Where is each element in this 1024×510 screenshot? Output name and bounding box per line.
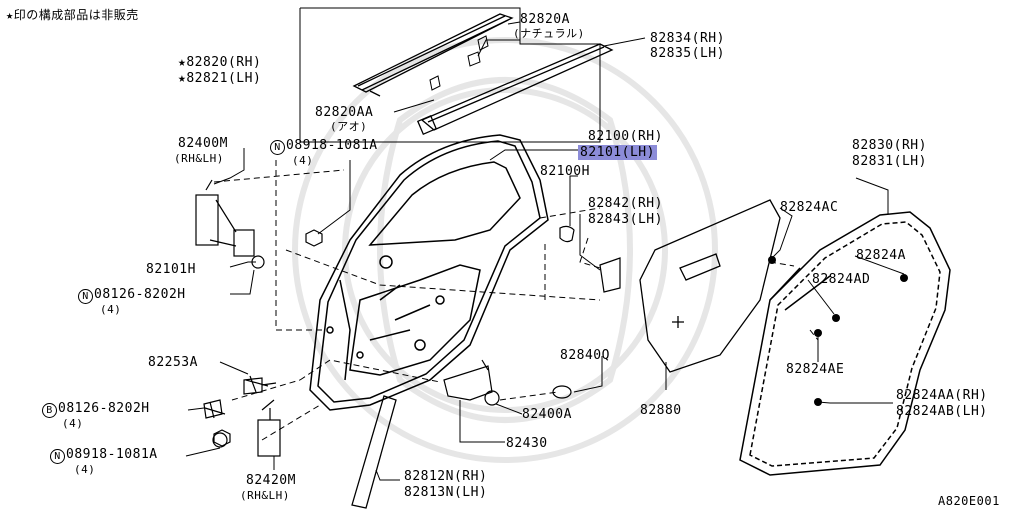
label-82100h[interactable]: 82100H xyxy=(540,164,590,179)
weather-strip-82834 xyxy=(416,43,614,136)
n-symbol: N xyxy=(78,289,93,304)
label-82400a[interactable]: 82400A xyxy=(522,407,572,422)
label-82824ae[interactable]: 82824AE xyxy=(786,362,845,377)
label-82101h[interactable]: 82101H xyxy=(146,262,196,277)
label-08918-top-qty: (4) xyxy=(292,154,314,167)
inset-clips xyxy=(429,35,489,91)
bracket-82842 xyxy=(599,257,621,293)
label-82824ad[interactable]: 82824AD xyxy=(812,272,871,287)
label-82824aa-rh[interactable]: 82824AA(RH) xyxy=(896,388,988,403)
label-82812n-rh[interactable]: 82812N(RH) xyxy=(404,469,488,484)
label-82835-lh[interactable]: 82835(LH) xyxy=(650,46,725,61)
label-08126-lower-qty: (4) xyxy=(62,417,84,430)
label-82830-rh[interactable]: 82830(RH) xyxy=(852,138,927,153)
label-82824ac[interactable]: 82824AC xyxy=(780,200,839,215)
sealing-screen-82880 xyxy=(639,199,781,373)
bolt-82253a xyxy=(243,377,277,395)
label-08918-bottom-qty: (4) xyxy=(74,463,96,476)
weatherstrip-82830 xyxy=(739,211,951,476)
label-08918-top-number: 08918-1081A xyxy=(286,138,378,153)
label-82101-lh[interactable]: 82101(LH) xyxy=(578,145,657,160)
b-symbol: B xyxy=(42,403,57,418)
stopper-82100h xyxy=(559,225,575,243)
sash-trim-82812n xyxy=(351,395,397,509)
label-82820a-note: (ナチュラル) xyxy=(513,27,585,40)
hinge-upper-82400m xyxy=(195,179,265,269)
check-link-82430 xyxy=(443,359,500,406)
label-82820a[interactable]: 82820A xyxy=(520,12,570,27)
label-82420m[interactable]: 82420M xyxy=(246,473,296,488)
label-82100-rh[interactable]: 82100(RH) xyxy=(588,129,663,144)
n-symbol: N xyxy=(50,449,65,464)
label-82400m-note: (RH&LH) xyxy=(174,152,224,165)
label-82821-lh[interactable]: ★82821(LH) xyxy=(178,71,262,86)
label-82820aa-note: (アオ) xyxy=(330,120,368,133)
label-82831-lh[interactable]: 82831(LH) xyxy=(852,154,927,169)
label-82840q[interactable]: 82840Q xyxy=(560,348,610,363)
label-08918-bottom-number: 08918-1081A xyxy=(66,447,158,462)
n-symbol: N xyxy=(270,140,285,155)
nut-08918-bottom xyxy=(213,429,231,447)
nut-08918-top xyxy=(305,229,323,247)
label-82880[interactable]: 82880 xyxy=(640,403,682,418)
label-82834-rh[interactable]: 82834(RH) xyxy=(650,31,725,46)
label-82253a[interactable]: 82253A xyxy=(148,355,198,370)
watermark-emblem xyxy=(292,37,718,463)
leader-lines xyxy=(185,21,905,481)
label-82843-lh[interactable]: 82843(LH) xyxy=(588,212,663,227)
figure-code: A820E001 xyxy=(938,494,1000,508)
note-not-sold: ★印の構成部品は非販売 xyxy=(6,8,139,22)
label-82820-rh[interactable]: ★82820(RH) xyxy=(178,55,262,70)
label-08126-lower-number: 08126-8202H xyxy=(58,401,150,416)
hinge-lower-82420m xyxy=(204,375,281,457)
label-82400m[interactable]: 82400M xyxy=(178,136,228,151)
moulding-82820 xyxy=(352,13,514,97)
label-82842-rh[interactable]: 82842(RH) xyxy=(588,196,663,211)
label-82824a[interactable]: 82824A xyxy=(856,248,906,263)
label-82813n-lh[interactable]: 82813N(LH) xyxy=(404,485,488,500)
label-82820aa[interactable]: 82820AA xyxy=(315,105,374,120)
assembly-dashed-lines xyxy=(213,160,819,441)
label-82430[interactable]: 82430 xyxy=(506,436,548,451)
bolt-08126-bottom xyxy=(203,399,223,419)
label-82824ab-lh[interactable]: 82824AB(LH) xyxy=(896,404,988,419)
highlighted-part-number: 82101(LH) xyxy=(578,145,657,160)
label-08126-upper-number: 08126-8202H xyxy=(94,287,186,302)
label-08126-upper-qty: (4) xyxy=(100,303,122,316)
plug-82840q xyxy=(552,385,572,399)
label-82420m-note: (RH&LH) xyxy=(240,489,290,502)
